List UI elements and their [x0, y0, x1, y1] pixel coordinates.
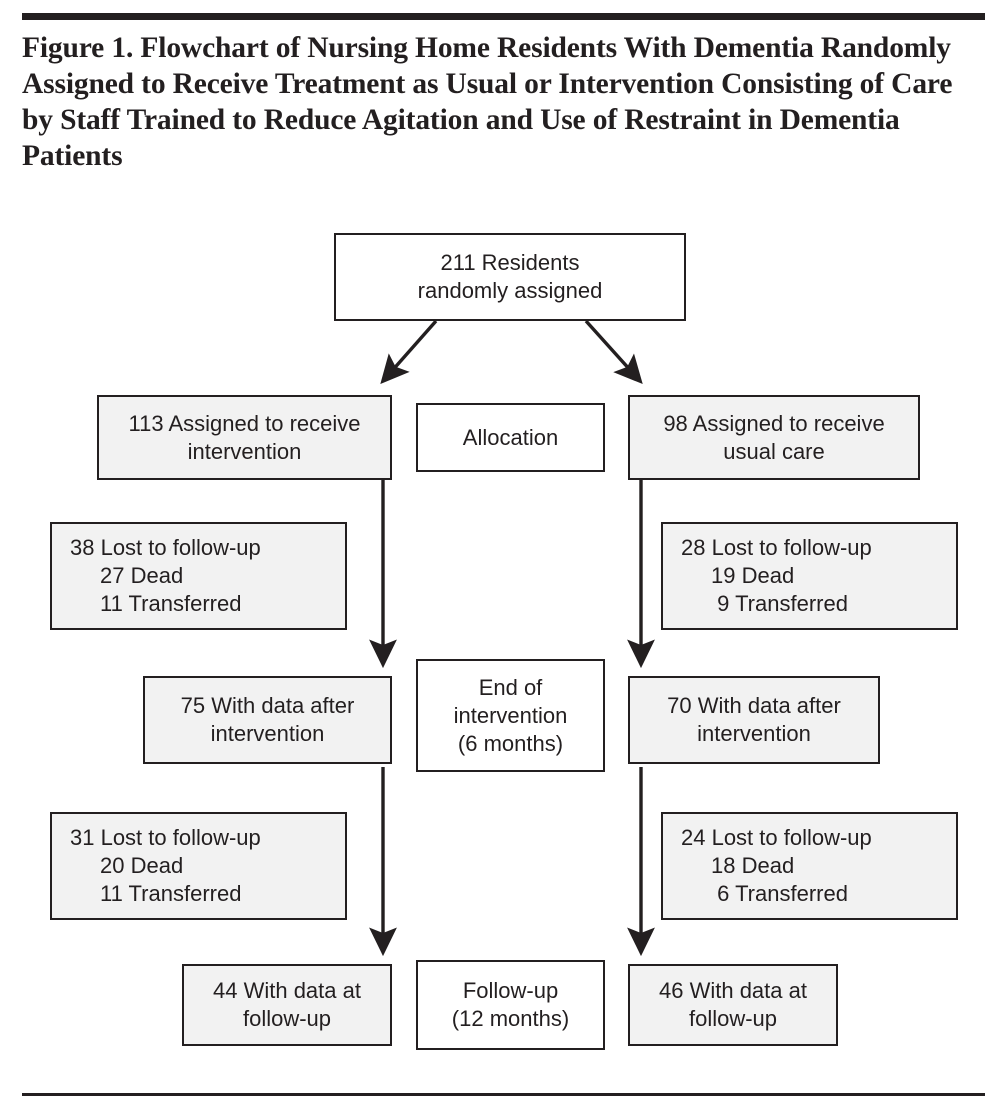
node-right-lost-phase2-head: 24 Lost to follow-up	[681, 825, 872, 850]
node-right-lost-phase1[interactable]: 28 Lost to follow-up 19 Dead 9 Transferr…	[661, 522, 958, 630]
node-left-lost-phase2-head: 31 Lost to follow-up	[70, 825, 261, 850]
node-right-lost-phase1-transferred: 9 Transferred	[711, 591, 848, 616]
node-enrollment-line1: 211 Residents	[440, 250, 580, 275]
node-right-lost-phase2-text: 24 Lost to follow-up 18 Dead 6 Transferr…	[681, 824, 872, 908]
stage-end-intervention-line3: (6 months)	[457, 730, 564, 756]
node-left-lost-phase1-transferred: 11 Transferred	[100, 591, 242, 616]
node-right-assigned[interactable]: 98 Assigned to receive usual care	[628, 395, 920, 480]
node-right-final-followup-text: 46 With data at follow-up	[636, 977, 830, 1033]
stage-label-end-intervention-text: End of intervention (6 months)	[424, 674, 597, 758]
node-right-lost-phase2[interactable]: 24 Lost to follow-up 18 Dead 6 Transferr…	[661, 812, 958, 920]
stage-allocation-line1: Allocation	[462, 424, 559, 450]
stage-followup-line1: Follow-up	[462, 978, 559, 1003]
node-left-after-intervention[interactable]: 75 With data after intervention	[143, 676, 392, 764]
stage-label-end-intervention[interactable]: End of intervention (6 months)	[416, 659, 605, 772]
node-left-after-line1: 75 With data after	[180, 693, 355, 718]
node-right-after-line1: 70 With data after	[667, 693, 841, 718]
node-right-lost-phase1-dead: 19 Dead	[711, 563, 795, 588]
node-left-lost-phase1-head: 38 Lost to follow-up	[70, 535, 261, 560]
node-left-assigned-line2: intervention	[187, 438, 302, 464]
node-right-after-intervention[interactable]: 70 With data after intervention	[628, 676, 880, 764]
node-right-lost-phase1-text: 28 Lost to follow-up 19 Dead 9 Transferr…	[681, 534, 872, 618]
stage-label-allocation[interactable]: Allocation	[416, 403, 605, 472]
node-left-lost-phase2-dead: 20 Dead	[100, 853, 184, 878]
node-right-final-followup[interactable]: 46 With data at follow-up	[628, 964, 838, 1046]
stage-end-intervention-line2: intervention	[453, 702, 568, 728]
stage-label-followup-text: Follow-up (12 months)	[424, 977, 597, 1033]
node-left-assigned-line1: 113 Assigned to receive	[128, 410, 361, 436]
node-left-final-line1: 44 With data at	[213, 978, 361, 1003]
top-divider-rule	[22, 13, 985, 20]
arrow-enrollment-to-intervention	[380, 319, 438, 385]
node-left-final-followup-text: 44 With data at follow-up	[190, 977, 384, 1033]
stage-label-followup[interactable]: Follow-up (12 months)	[416, 960, 605, 1050]
node-left-lost-phase2-text: 31 Lost to follow-up 20 Dead 11 Transfer…	[70, 824, 261, 908]
node-left-final-followup[interactable]: 44 With data at follow-up	[182, 964, 392, 1046]
node-right-final-line2: follow-up	[688, 1006, 778, 1031]
node-left-lost-phase1-text: 38 Lost to follow-up 27 Dead 11 Transfer…	[70, 534, 261, 618]
node-enrollment-text: 211 Residents randomly assigned	[342, 249, 678, 305]
node-right-final-line1: 46 With data at	[659, 978, 807, 1003]
node-left-after-line2: intervention	[210, 721, 325, 746]
node-left-after-intervention-text: 75 With data after intervention	[151, 692, 384, 748]
node-right-lost-phase2-dead: 18 Dead	[711, 853, 795, 878]
node-enrollment[interactable]: 211 Residents randomly assigned	[334, 233, 686, 321]
node-left-lost-phase2-transferred: 11 Transferred	[100, 881, 242, 906]
bottom-divider-rule	[22, 1093, 985, 1096]
arrow-enrollment-to-usualcare	[584, 319, 643, 385]
figure-title: Figure 1. Flowchart of Nursing Home Resi…	[22, 32, 953, 172]
node-right-assigned-line2: usual care	[723, 438, 825, 464]
stage-end-intervention-line1: End of	[478, 674, 543, 700]
node-right-assigned-line1: 98 Assigned to receive	[663, 410, 885, 436]
node-right-assigned-text: 98 Assigned to receive usual care	[636, 410, 912, 466]
node-enrollment-line2: randomly assigned	[417, 278, 603, 303]
node-left-final-line2: follow-up	[242, 1006, 332, 1031]
node-right-lost-phase2-transferred: 6 Transferred	[711, 881, 848, 906]
node-left-lost-phase1[interactable]: 38 Lost to follow-up 27 Dead 11 Transfer…	[50, 522, 347, 630]
node-left-assigned[interactable]: 113 Assigned to receive intervention	[97, 395, 392, 480]
node-right-lost-phase1-head: 28 Lost to follow-up	[681, 535, 872, 560]
node-left-lost-phase2[interactable]: 31 Lost to follow-up 20 Dead 11 Transfer…	[50, 812, 347, 920]
node-right-after-line2: intervention	[697, 721, 811, 746]
node-left-lost-phase1-dead: 27 Dead	[100, 563, 184, 588]
node-left-assigned-text: 113 Assigned to receive intervention	[105, 410, 384, 466]
stage-label-allocation-text: Allocation	[424, 424, 597, 452]
stage-followup-line2: (12 months)	[451, 1006, 570, 1031]
node-right-after-intervention-text: 70 With data after intervention	[636, 692, 872, 748]
